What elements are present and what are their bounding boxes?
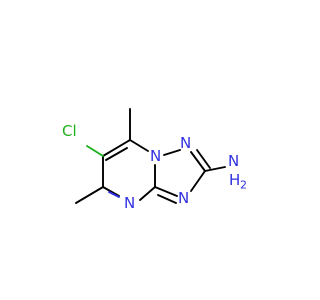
bond-n-bridge-c7	[129, 139, 149, 152]
bond-n1-c2-double	[196, 149, 211, 169]
nitrogen-bridge-label: N	[150, 147, 161, 165]
molecule-structure: Cl N N N N N H 2	[62, 108, 247, 212]
bond-n3-c3a-double	[157, 194, 177, 204]
bond-c7-c6	[102, 139, 131, 157]
bond-c2-nh2	[204, 166, 226, 172]
nitrogen-triazole-top-label: N	[180, 134, 191, 152]
bond-n3-c3a	[154, 186, 178, 197]
amine-nitrogen-label: N	[228, 152, 239, 170]
nitrogen-triazole-bottom-label: N	[178, 189, 189, 207]
amine-hydrogen-label: H	[229, 171, 240, 189]
bond-n1-c2	[190, 151, 206, 172]
bond-c6-cl	[86, 145, 104, 157]
bond-c5-methyl	[75, 186, 104, 204]
amine-subscript-label: 2	[240, 179, 247, 192]
bond-c5-n4	[102, 186, 120, 197]
nitrogen-pyrimidine-label: N	[124, 194, 135, 212]
bond-c5-n4-double-n	[108, 191, 120, 198]
bond-n-bridge-n1	[163, 149, 181, 156]
bond-c2-n3	[190, 170, 206, 192]
bond-n4-c3a	[139, 186, 156, 201]
chlorine-label: Cl	[62, 122, 77, 140]
bond-c7-c6-double	[105, 147, 128, 161]
